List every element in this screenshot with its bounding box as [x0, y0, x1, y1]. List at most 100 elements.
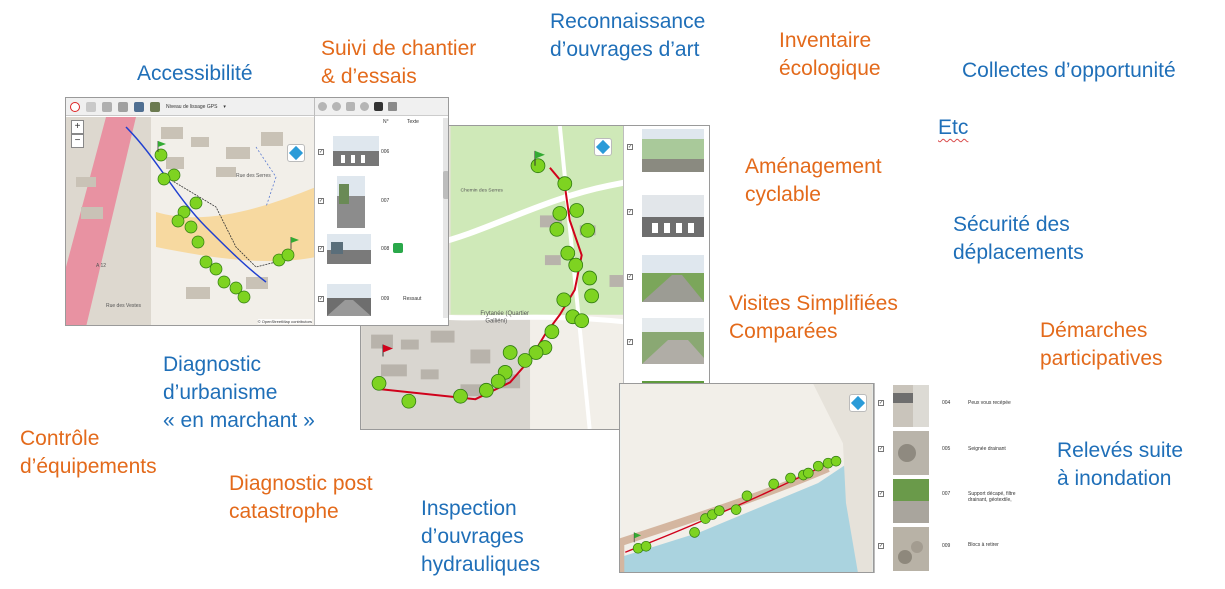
row-number: 008 [381, 246, 390, 252]
label-amenagement: Aménagement cyclable [745, 155, 882, 206]
photo-thumbnail[interactable] [642, 255, 704, 302]
refresh-icon[interactable] [360, 102, 369, 111]
zoom-out-button[interactable]: − [71, 134, 84, 148]
row-checkbox[interactable]: ✓ [878, 491, 884, 497]
map-canvas-1[interactable]: A 12 Rue des Serres Rue des Vestes [66, 117, 316, 326]
label-demarches: Démarches participatives [1040, 319, 1163, 370]
row-number: 009 [942, 543, 951, 549]
label-inspection: Inspection d’ouvrages hydrauliques [421, 497, 541, 576]
row-checkbox[interactable]: ✓ [318, 198, 324, 204]
row-text: Peux vous recépée [968, 400, 1011, 406]
label-suivi-chantier: Suivi de chantier & d’essais [321, 37, 477, 88]
label-etc: Etc [938, 116, 969, 139]
layers-icon [595, 139, 611, 155]
photo-row[interactable]: ✓ 007 [875, 477, 950, 525]
label-controle: Contrôle d’équipements [20, 427, 157, 478]
row-checkbox[interactable]: ✓ [318, 246, 324, 252]
back-icon[interactable] [318, 102, 327, 111]
row-checkbox[interactable]: ✓ [318, 296, 324, 302]
camera-icon[interactable] [134, 101, 144, 112]
photo-row[interactable]: ✓ 004 [875, 383, 950, 429]
row-number: 007 [942, 491, 951, 497]
photo-thumbnail[interactable] [893, 385, 929, 427]
photo-list-toolbar [315, 98, 448, 116]
label-accessibilite: Accessibilité [137, 62, 253, 85]
photo-row[interactable]: ✓ 007 [315, 176, 448, 232]
photo-thumbnail[interactable] [327, 234, 371, 264]
column-header-num[interactable]: N° [383, 119, 389, 125]
forward-icon[interactable] [332, 102, 341, 111]
svg-text:A 12: A 12 [96, 263, 106, 269]
photo-thumbnail[interactable] [327, 284, 371, 316]
photo-row[interactable]: ✓ 009 Ressaut [315, 280, 448, 325]
layers-button[interactable] [849, 394, 867, 412]
scrollbar[interactable] [443, 118, 448, 318]
edit-icon[interactable] [346, 102, 355, 111]
audio-icon[interactable] [393, 243, 403, 253]
photo-row[interactable]: ✓ 006 [315, 128, 448, 176]
label-securite: Sécurité des déplacements [953, 213, 1084, 264]
zoom-in-button[interactable]: + [71, 120, 84, 134]
photo-row[interactable]: ✓ [624, 126, 709, 189]
column-header-text[interactable]: Texte [407, 119, 419, 125]
pointer-icon[interactable] [86, 101, 96, 112]
trash-icon[interactable] [388, 102, 397, 111]
binoculars-icon[interactable] [374, 102, 383, 111]
photo-row[interactable]: ✓ [624, 189, 709, 252]
row-checkbox[interactable]: ✓ [627, 339, 633, 345]
label-diagnostic-post: Diagnostic post catastrophe [229, 472, 373, 523]
svg-text:Frytanée (Quartier: Frytanée (Quartier [480, 311, 529, 317]
row-checkbox[interactable]: ✓ [318, 149, 324, 155]
svg-text:Rue des Vestes: Rue des Vestes [106, 303, 142, 309]
map-canvas-3[interactable] [620, 384, 873, 572]
photo-row[interactable]: ✓ [624, 252, 709, 315]
chevron-down-icon[interactable]: ▾ [223, 103, 226, 110]
label-collectes: Collectes d’opportunité [962, 59, 1176, 82]
photo-thumbnail[interactable] [337, 176, 365, 228]
row-number: 009 [381, 296, 390, 302]
row-checkbox[interactable]: ✓ [878, 543, 884, 549]
smoothing-select[interactable]: Niveau de lissage GPS [166, 103, 218, 110]
screen-map-coast [619, 383, 874, 573]
photo-thumbnail[interactable] [642, 195, 704, 237]
photo-row[interactable]: ✓ [624, 315, 709, 378]
row-text: Ressaut [403, 296, 422, 302]
photo-list-3: ✓ 004 ✓ 005 ✓ 007 ✓ 009 [874, 383, 950, 573]
row-checkbox[interactable]: ✓ [627, 274, 633, 280]
label-diagnostic-urbanisme: Diagnostic d’urbanisme « en marchant » [163, 353, 315, 432]
photo-icon[interactable] [150, 101, 160, 112]
row-checkbox[interactable]: ✓ [627, 209, 633, 215]
layers-icon [850, 395, 866, 411]
photo-thumbnail[interactable] [642, 129, 704, 172]
photo-thumbnail[interactable] [893, 431, 929, 475]
row-checkbox[interactable]: ✓ [878, 446, 884, 452]
photo-thumbnail[interactable] [642, 318, 704, 364]
label-visites: Visites Simplifiées Comparées [729, 292, 898, 343]
row-number: 007 [381, 198, 390, 204]
label-reconnaissance: Reconnaissance d’ouvrages d’art [550, 10, 706, 61]
row-text: Support décapé, filtre drainant, géotext… [968, 491, 1016, 503]
layers-icon [288, 145, 304, 161]
layers-button[interactable] [594, 138, 612, 156]
photo-thumbnail[interactable] [333, 136, 379, 166]
map-copyright[interactable]: © OpenStreetMap contributors [257, 319, 312, 324]
record-icon[interactable] [70, 101, 80, 112]
svg-text:Galliéni): Galliéni) [485, 319, 507, 325]
row-checkbox[interactable]: ✓ [878, 400, 884, 406]
photo-thumbnail[interactable] [893, 479, 929, 523]
photo-row[interactable]: ✓ 005 [875, 429, 950, 477]
row-number: 005 [942, 446, 951, 452]
svg-text:Rue des Serres: Rue des Serres [236, 173, 271, 179]
row-checkbox[interactable]: ✓ [627, 144, 633, 150]
row-text: Blocs à retirer [968, 542, 999, 548]
move-icon[interactable] [102, 101, 112, 112]
layers-button[interactable] [287, 144, 305, 162]
photo-row[interactable]: ✓ 009 [875, 525, 950, 573]
photo-row[interactable]: ✓ 008 [315, 232, 448, 280]
svg-text:Chemin des Serres: Chemin des Serres [460, 188, 503, 194]
photo-thumbnail[interactable] [893, 527, 929, 571]
label-inventaire: Inventaire écologique [779, 29, 881, 80]
cursor-icon[interactable] [118, 101, 128, 112]
row-number: 004 [942, 400, 951, 406]
scrollbar-thumb[interactable] [443, 171, 448, 199]
